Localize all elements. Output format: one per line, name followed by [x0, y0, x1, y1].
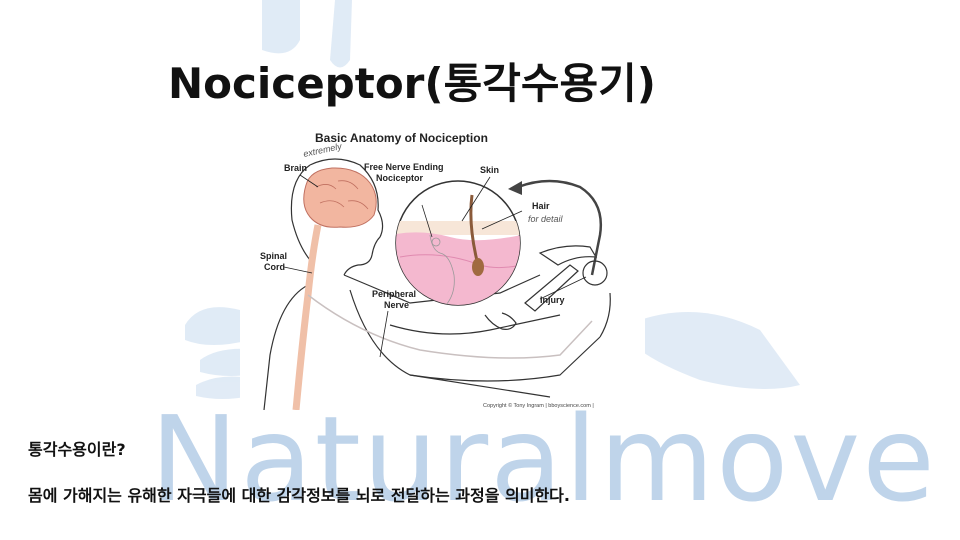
- label-brain: Brain: [284, 163, 307, 173]
- diagram-copyright: Copyright © Tony Ingram | bboyscience.co…: [483, 402, 594, 409]
- arrow-head: [508, 181, 522, 195]
- label-skin: Skin: [480, 165, 499, 175]
- label-cord: Cord: [264, 262, 285, 272]
- label-nerve: Nerve: [384, 300, 409, 310]
- spinal-cord: [292, 224, 322, 410]
- injury-circle: [582, 260, 608, 286]
- peripheral-nerve-path: [307, 294, 593, 359]
- brain-shape: [303, 167, 377, 228]
- nociception-diagram: Basic Anatomy of Nociception extremely: [240, 125, 645, 410]
- label-nociceptor: Nociceptor: [376, 173, 424, 183]
- question-text: 통각수용이란?: [28, 440, 126, 459]
- body-outline: [263, 158, 611, 410]
- handwritten-note-side: for detail: [528, 214, 564, 224]
- label-free-nerve-ending: Free Nerve Ending: [364, 162, 444, 172]
- diagram-title: Basic Anatomy of Nociception: [315, 131, 488, 145]
- label-injury: Injury: [540, 295, 565, 305]
- label-peripheral: Peripheral: [372, 289, 416, 299]
- slide-title: Nociceptor(통각수용기): [168, 59, 656, 108]
- diagram-svg: Basic Anatomy of Nociception extremely: [260, 131, 611, 410]
- label-spinal: Spinal: [260, 251, 287, 261]
- leader-lines: [283, 174, 587, 358]
- arrow-loop: [517, 179, 603, 276]
- answer-text: 몸에 가해지는 유해한 자극들에 대한 감각정보를 뇌로 전달하는 과정을 의미…: [28, 486, 570, 505]
- watermark-text: Naturalmove: [150, 390, 937, 528]
- label-hair: Hair: [532, 201, 550, 211]
